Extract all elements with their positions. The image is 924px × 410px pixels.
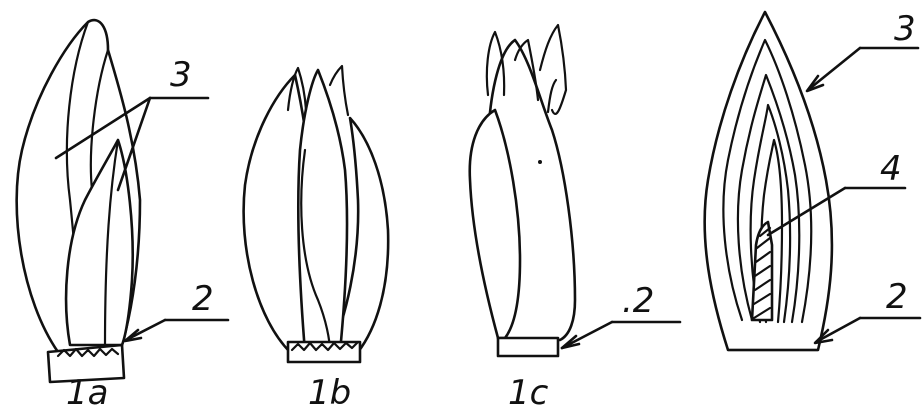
callout-3-section-label: 3	[894, 9, 916, 49]
callout-3-section-leader	[808, 48, 860, 90]
figure-label-1c: 1c	[508, 373, 549, 410]
bud-1c-dot	[538, 160, 542, 164]
callout-4-section-label: 4	[880, 149, 902, 189]
callout-2-section-label: 2	[886, 277, 908, 317]
callout-2-1a-leader	[126, 320, 165, 340]
figure-label-1b: 1b	[308, 373, 351, 410]
callout-2-1a-label: 2	[192, 279, 214, 319]
bud-1c-base	[498, 338, 558, 356]
bud-1c	[470, 25, 575, 356]
bud-section	[705, 12, 832, 350]
callout-2-1c-label: .2	[622, 281, 654, 321]
callout-2-1a: 2	[125, 279, 228, 341]
callout-2-1c: .2	[562, 281, 680, 348]
bud-1b	[244, 66, 389, 362]
bud-1c-tip-3	[540, 25, 566, 114]
figure-label-1a: 1a	[66, 373, 108, 410]
callout-2-1a-arrowhead	[125, 330, 141, 341]
bud-1c-tip-4	[548, 80, 556, 112]
callout-3-1a-label: 3	[170, 55, 192, 95]
bud-1a	[17, 20, 140, 382]
bud-1b-tip-right	[330, 66, 348, 115]
callout-3-section: 3	[807, 9, 918, 91]
